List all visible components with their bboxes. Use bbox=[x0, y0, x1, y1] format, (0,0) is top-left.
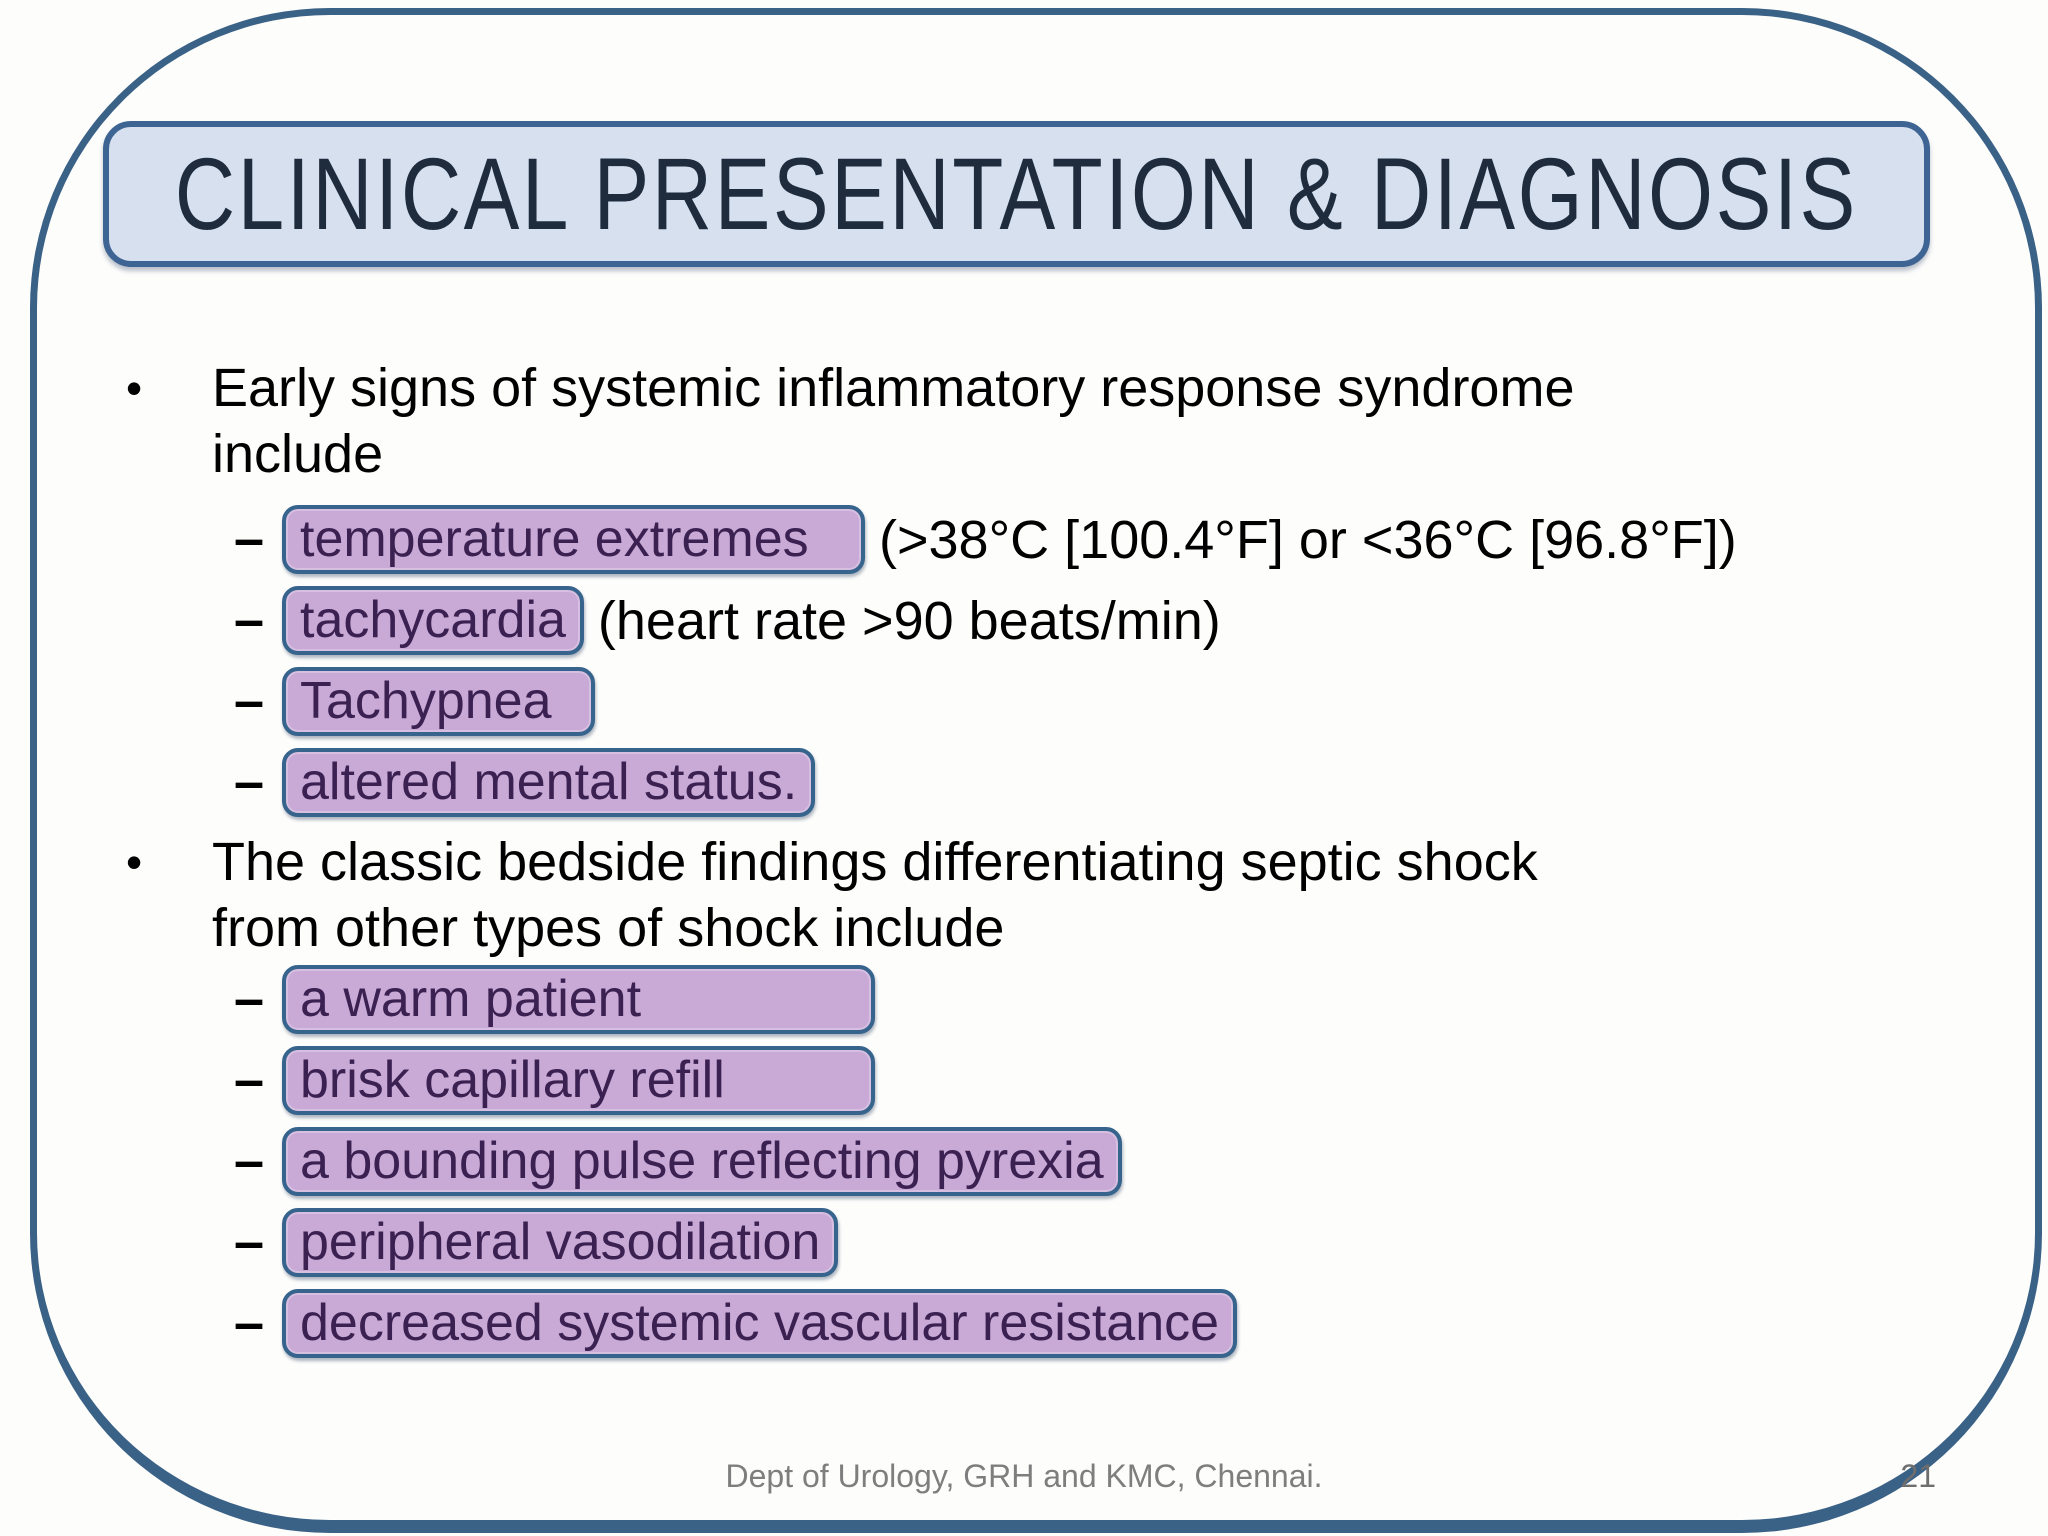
dash-glyph: – bbox=[234, 1131, 265, 1191]
dash-glyph: – bbox=[234, 1212, 265, 1272]
bullet-item: • Early signs of systemic inflammatory r… bbox=[126, 355, 1998, 487]
bullet-text-line: include bbox=[212, 424, 384, 484]
slide-body: • Early signs of systemic inflammatory r… bbox=[126, 355, 1998, 1370]
slide-border-frame bbox=[30, 8, 2042, 1533]
sub-bullet-detail: (heart rate >90 beats/min) bbox=[597, 590, 1221, 651]
page-title: CLINICAL PRESENTATION & DIAGNOSIS bbox=[174, 136, 1859, 251]
bullet-item: • The classic bedside findings different… bbox=[126, 829, 1998, 961]
title-banner: CLINICAL PRESENTATION & DIAGNOSIS bbox=[103, 121, 1930, 267]
footer-text: Dept of Urology, GRH and KMC, Chennai. bbox=[725, 1458, 1323, 1494]
sub-bullet-item: – a warm patient bbox=[234, 965, 1998, 1034]
highlight-box: peripheral vasodilation bbox=[282, 1208, 839, 1277]
sub-bullet-item: – Tachypnea bbox=[234, 667, 1998, 736]
dash-glyph: – bbox=[234, 509, 265, 569]
highlight-box: temperature extremes bbox=[282, 505, 865, 574]
highlight-box: a warm patient bbox=[282, 965, 875, 1034]
sub-bullet-item: – a bounding pulse reflecting pyrexia bbox=[234, 1127, 1998, 1196]
dash-glyph: – bbox=[234, 590, 265, 650]
dash-glyph: – bbox=[234, 1050, 265, 1110]
bullet-text-line: Early signs of systemic inflammatory res… bbox=[212, 358, 1575, 418]
sub-bullet-item: – temperature extremes (>38°C [100.4°F] … bbox=[234, 505, 1998, 574]
sub-bullet-item: – altered mental status. bbox=[234, 748, 1998, 817]
highlight-box: Tachypnea bbox=[282, 667, 595, 736]
sub-bullet-item: – peripheral vasodilation bbox=[234, 1208, 1998, 1277]
sub-bullet-item: – brisk capillary refill bbox=[234, 1046, 1998, 1115]
highlight-box: a bounding pulse reflecting pyrexia bbox=[282, 1127, 1122, 1196]
bullet-text-line: The classic bedside findings differentia… bbox=[212, 832, 1538, 892]
highlight-box: tachycardia bbox=[282, 586, 584, 655]
bullet-glyph: • bbox=[126, 362, 143, 414]
page-number: 21 bbox=[1900, 1458, 1936, 1494]
bullet-text: Early signs of systemic inflammatory res… bbox=[212, 355, 1574, 487]
sub-bullet-item: – decreased systemic vascular resistance bbox=[234, 1289, 1998, 1358]
highlight-box: decreased systemic vascular resistance bbox=[282, 1289, 1238, 1358]
bullet-text-line: from other types of shock include bbox=[212, 898, 1005, 958]
highlight-box: brisk capillary refill bbox=[282, 1046, 875, 1115]
sub-bullet-detail: (>38°C [100.4°F] or <36°C [96.8°F]) bbox=[879, 509, 1737, 570]
dash-glyph: – bbox=[234, 1293, 265, 1353]
bullet-text: The classic bedside findings differentia… bbox=[212, 829, 1538, 961]
dash-glyph: – bbox=[234, 969, 265, 1029]
sub-bullet-item: – tachycardia (heart rate >90 beats/min) bbox=[234, 586, 1998, 655]
highlight-box: altered mental status. bbox=[282, 748, 816, 817]
bullet-glyph: • bbox=[126, 836, 143, 888]
dash-glyph: – bbox=[234, 671, 265, 731]
dash-glyph: – bbox=[234, 752, 265, 812]
